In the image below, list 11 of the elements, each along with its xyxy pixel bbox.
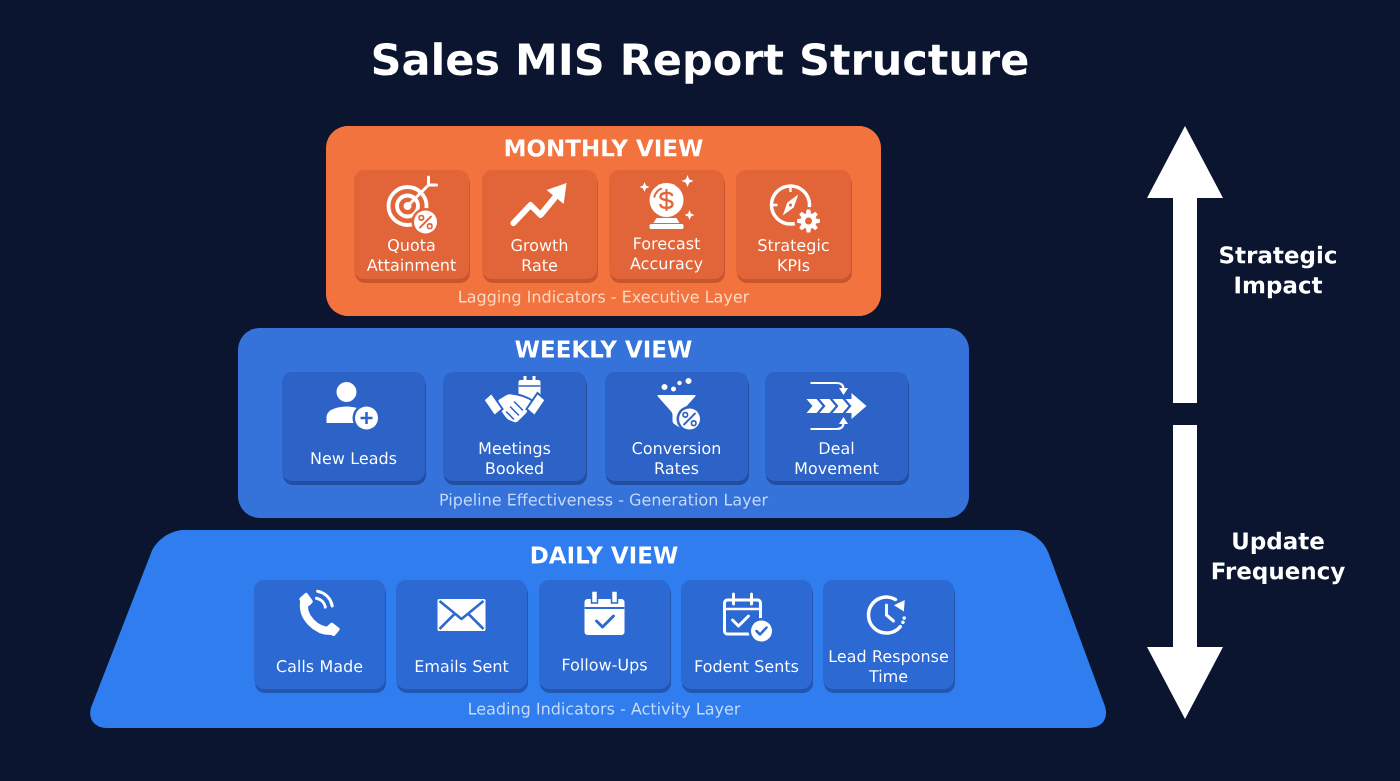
title: Sales MIS Report Structure xyxy=(373,42,1028,84)
metric-tile: Lead Response Time xyxy=(823,580,955,693)
metric-tile: New Leads xyxy=(282,372,426,485)
metric-tile: Calls Made xyxy=(254,580,386,693)
metric-tile: Strategic KPIs xyxy=(736,170,852,283)
metric-tile: Conversion Rates xyxy=(605,372,749,485)
metric-tile: Growth Rate xyxy=(482,170,598,283)
metric-tile: Deal Movement xyxy=(765,372,909,485)
axis-label: Strategic Impact xyxy=(1220,245,1336,299)
metric-tile: Fodent Sents xyxy=(681,580,813,693)
axis-label: Update Frequency xyxy=(1212,531,1345,585)
